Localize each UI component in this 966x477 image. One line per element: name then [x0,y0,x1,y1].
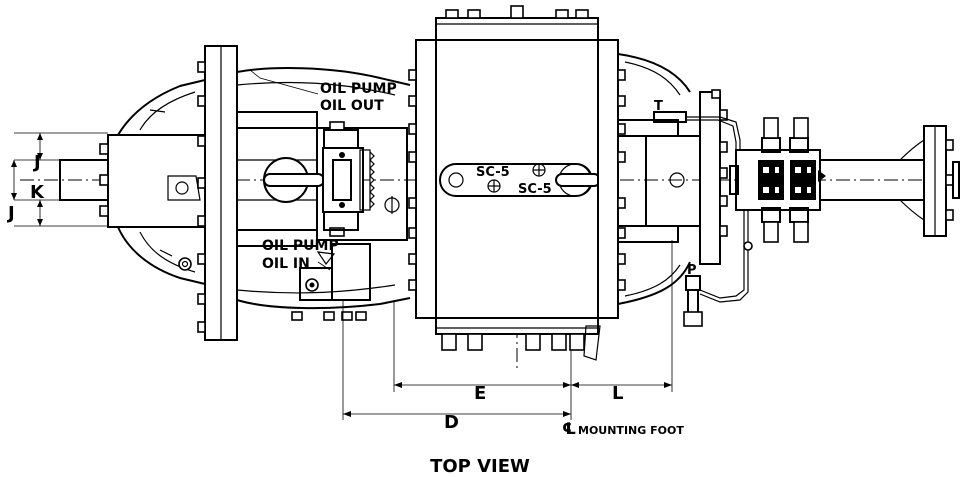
motor-flange [197,45,238,341]
drive-shaft [59,134,207,228]
dimension-j-k-j [11,132,108,227]
discharge-pipe [819,125,960,237]
oil-pump-in-label-2: OIL IN [262,256,310,272]
main-body-left-flange [408,39,437,319]
solenoid-valve-manifold [729,117,826,251]
main-compressor-body [435,5,601,361]
sc5-label-left: SC-5 [476,165,510,180]
dimension-e-l-d [342,240,673,420]
sc5-label-right: SC-5 [518,182,552,197]
dimension-e: E [474,383,486,404]
intermediate-housing [236,67,411,321]
dimension-k: K [30,182,45,203]
temperature-sensor-tag: T [654,99,663,114]
oil-in-leader [317,261,331,271]
dimension-j-top: J [32,152,41,173]
bell-housing [117,79,206,285]
mounting-foot-label: MOUNTING FOOT [578,424,684,437]
dimension-l: L [612,383,623,404]
dimension-d: D [444,412,459,433]
main-body-right-flange [597,39,626,319]
oil-pump-out-label-2: OIL OUT [320,98,384,114]
discharge-housing [617,53,749,327]
oil-pump-in-label-1: OIL PUMP [262,238,339,254]
mounting-foot-centerline-symbol: ℄ [562,419,576,438]
oil-out-leader [249,69,319,95]
oil-pump-out-label-1: OIL PUMP [320,81,397,97]
dimension-j-bottom: J [6,203,15,224]
pressure-sensor-tag: P [687,263,697,278]
view-title: TOP VIEW [430,456,530,477]
